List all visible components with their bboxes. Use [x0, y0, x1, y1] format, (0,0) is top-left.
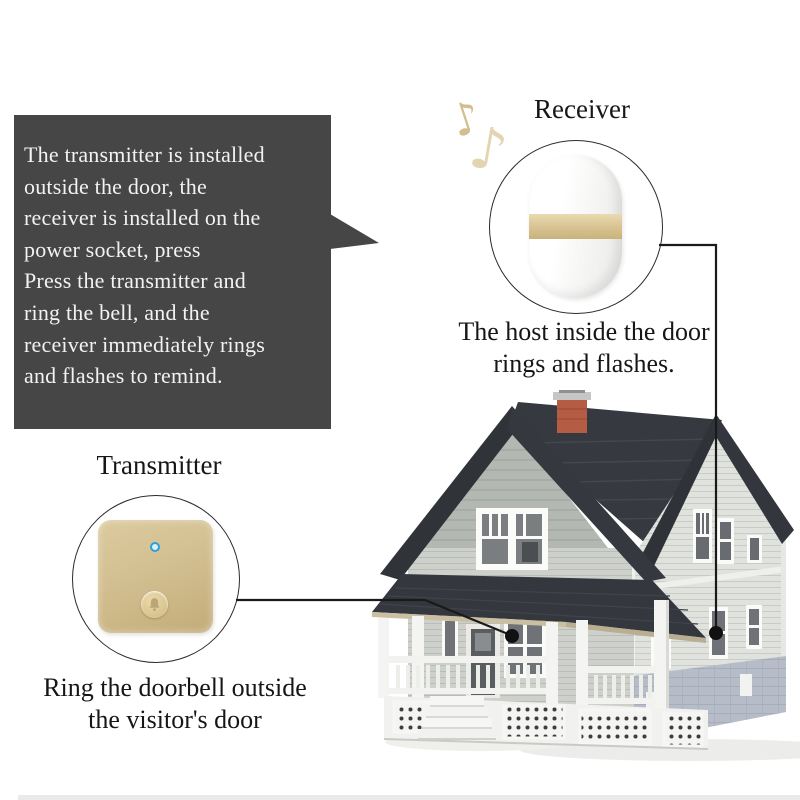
gable-window	[476, 508, 548, 570]
chimney	[553, 390, 591, 433]
transmitter-label: Transmitter	[96, 450, 222, 480]
bottom-edge-strip	[18, 795, 800, 800]
receiver-caption: The host inside the door rings and flash…	[458, 317, 710, 378]
transmitter-zoom-circle	[72, 495, 240, 663]
porch-steps	[418, 696, 496, 740]
receiver-zoom-circle	[489, 140, 663, 314]
callout-tail	[330, 214, 379, 249]
callout-box: The transmitter is installed outside the…	[14, 115, 331, 429]
bell-icon	[149, 598, 160, 612]
transmitter-caption: Ring the doorbell outside the visitor's …	[43, 673, 307, 734]
transmitter-device	[98, 520, 213, 633]
callout-text: The transmitter is installed outside the…	[24, 142, 265, 389]
receiver-device	[529, 155, 622, 298]
receiver-label: Receiver	[534, 94, 630, 124]
led-indicator	[150, 542, 160, 552]
porch	[378, 600, 708, 750]
house-illustration	[372, 390, 800, 761]
doorbell-button	[141, 591, 168, 618]
receiver-gold-band	[529, 214, 622, 239]
